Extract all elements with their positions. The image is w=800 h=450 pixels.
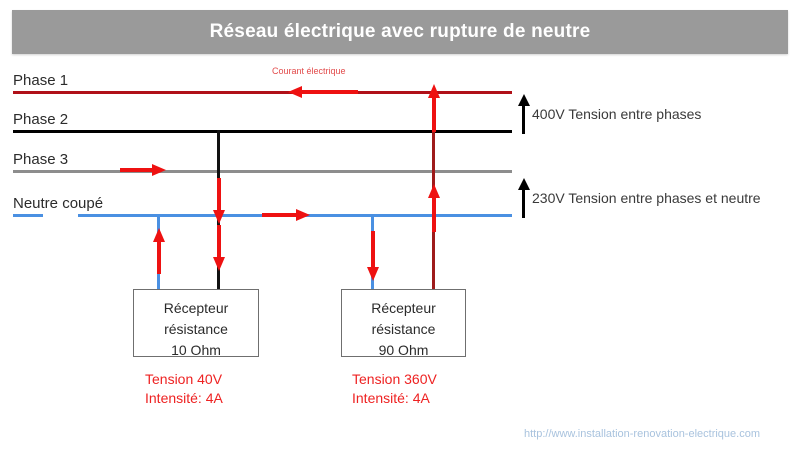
arrow-shaft [522,104,525,134]
measurements-receptor-1: Tension 40V Intensité: 4A [145,370,223,408]
arrow-head-icon [428,184,440,198]
bus-line-neutral-cut-stub [13,214,43,217]
measurement-current-1: Intensité: 4A [145,390,223,406]
receptor-box-1-line-1: Récepteur [163,300,229,316]
arrow-head-icon [213,257,225,271]
receptor-box-1-line-2: résistance [164,321,228,337]
arrow-head-icon [518,94,530,106]
receptor-box-1-line-3: 10 Ohm [171,342,221,358]
receptor-box-2: Récepteur résistance 90 Ohm [341,289,466,358]
arrow-head-icon [152,164,166,176]
source-url: http://www.installation-renovation-elect… [524,428,761,440]
current-arrow-neutral [262,209,310,221]
voltage-annotation-400v: 400V Tension entre phases [518,94,778,134]
measurement-current-2: Intensité: 4A [352,390,430,406]
measurement-voltage-1: Tension 40V [145,371,223,387]
bus-label-phase-1: Phase 1 [13,72,69,89]
receptor-box-2-line-2: résistance [371,321,436,337]
current-arrow-to-phase-1-lower [428,184,440,232]
arrow-shaft [217,178,221,210]
receptor-box-2-line-1: Récepteur [371,300,436,316]
bus-line-phase-3 [13,170,512,173]
arrow-shaft [217,225,221,257]
arrow-shaft [522,188,525,218]
receptor-box-2-line-3: 90 Ohm [378,342,429,358]
current-arrow-neutral-to-receptor-2 [367,231,379,281]
page-title: Réseau électrique avec rupture de neutre [209,21,591,42]
arrow-shaft [432,198,436,232]
bus-label-neutral: Neutre coupé [13,195,104,212]
bus-line-phase-1 [13,91,512,94]
arrow-head-icon [367,267,379,281]
current-arrow-to-phase-1-upper [428,84,440,132]
arrow-shaft [120,168,152,172]
arrow-head-icon [288,86,302,98]
measurements-receptor-2: Tension 360V Intensité: 4A [352,370,437,408]
arrow-head-icon [428,84,440,98]
arrow-shaft [157,242,161,274]
current-flow-label: Courant électrique [272,66,346,76]
voltage-annotation-230v: 230V Tension entre phases et neutre [518,178,788,218]
up-arrow-icon [518,178,530,218]
arrow-shaft [302,90,358,94]
current-arrow-phase-2-down-upper [213,178,225,224]
arrow-shaft [432,98,436,132]
bus-label-phase-2: Phase 2 [13,111,69,128]
arrow-head-icon [213,210,225,224]
current-arrow-phase-2-down-lower [213,225,225,271]
title-banner: Réseau électrique avec rupture de neutre [12,10,788,54]
arrow-head-icon [518,178,530,190]
up-arrow-icon [518,94,530,134]
current-arrow-phase-3 [120,164,166,176]
bus-line-phase-2 [13,130,512,133]
measurement-voltage-2: Tension 360V [352,371,437,387]
current-arrow-phase-1 [288,86,358,98]
arrow-shaft [262,213,296,217]
arrow-shaft [371,231,375,267]
arrow-head-icon [153,228,165,242]
bus-label-phase-3: Phase 3 [13,151,69,168]
arrow-head-icon [296,209,310,221]
voltage-annotation-230v-label: 230V Tension entre phases et neutre [532,190,761,206]
receptor-box-1: Récepteur résistance 10 Ohm [133,289,259,358]
current-arrow-receptor-1-to-neutral [153,228,165,274]
voltage-annotation-400v-label: 400V Tension entre phases [532,106,702,122]
